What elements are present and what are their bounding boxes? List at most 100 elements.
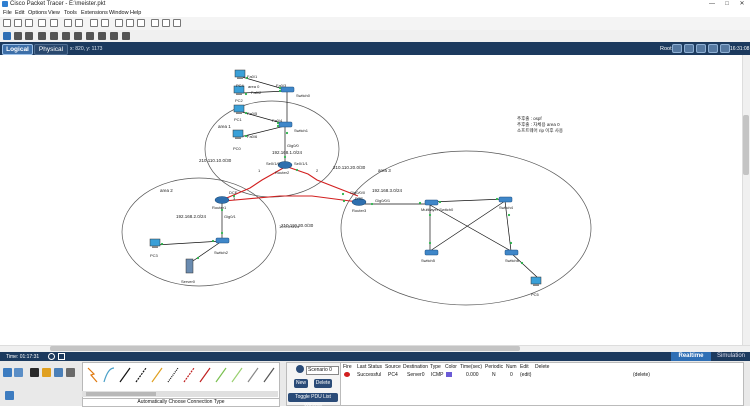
move-object-icon[interactable] [696, 44, 706, 53]
components-icon[interactable] [30, 368, 39, 377]
power-cycle-icon[interactable] [48, 353, 55, 360]
device-label: PC1 [234, 117, 242, 122]
network-info-icon[interactable] [173, 19, 181, 27]
add-complex-pdu-icon[interactable] [122, 32, 130, 40]
fast-forward-icon[interactable] [58, 353, 65, 360]
connection-type-icons[interactable] [82, 362, 278, 390]
draw-rectangle-icon[interactable] [74, 32, 82, 40]
ethernet-links [155, 76, 538, 278]
menu-file[interactable]: File [3, 10, 12, 16]
port-label: Fa0/4 [272, 118, 283, 123]
draw-line-icon[interactable] [62, 32, 70, 40]
menu-window[interactable]: Window [109, 10, 129, 16]
col-header: Last Status [357, 364, 383, 370]
tab-logical[interactable]: Logical [2, 44, 33, 55]
zoom-in-icon[interactable] [115, 19, 123, 27]
new-cluster-icon[interactable] [684, 44, 694, 53]
pdu-time: 0.000 [466, 372, 479, 378]
connections-scroll-thumb[interactable] [86, 392, 156, 396]
menu-help[interactable]: Help [130, 10, 142, 16]
resize-tool-icon[interactable] [38, 32, 46, 40]
menu-extensions[interactable]: Extensions [81, 10, 108, 16]
draw-ellipse-icon[interactable] [86, 32, 94, 40]
open-file-icon[interactable] [14, 19, 22, 27]
server-icon[interactable] [185, 258, 194, 274]
custom-device-icon[interactable] [162, 19, 170, 27]
legend-note: 소프트웨어 rip 이후 사용 [517, 128, 564, 133]
network-label: 192.168.1.0/24 [272, 150, 303, 155]
legend-note: 추후출 : 자체용 area 0 [517, 122, 560, 127]
draw-freeform-icon[interactable] [98, 32, 106, 40]
menu-edit[interactable]: Edit [15, 10, 25, 16]
connections-category-icon[interactable] [42, 368, 51, 377]
misc-icon[interactable] [54, 368, 63, 377]
area-ellipse-0 [204, 100, 340, 198]
horizontal-scroll-thumb[interactable] [50, 346, 520, 351]
redo-icon[interactable] [101, 19, 109, 27]
paste-icon[interactable] [75, 19, 83, 27]
link-number-label: 1 [258, 168, 261, 173]
pdu-edit-link[interactable]: (edit) [520, 372, 532, 378]
menu-bar [0, 9, 750, 17]
simulation-status-bar [0, 352, 750, 361]
save-icon[interactable] [25, 19, 33, 27]
topology-canvas[interactable] [0, 55, 742, 345]
viewport-icon[interactable] [720, 44, 730, 53]
col-header: Color [445, 364, 457, 370]
pdu-delete-link[interactable]: (delete) [633, 372, 650, 378]
scenario-select[interactable]: Scenario 0 [306, 366, 339, 375]
pc-devices[interactable] [149, 69, 542, 286]
maximize-button[interactable]: □ [725, 1, 729, 7]
add-simple-pdu-icon[interactable] [110, 32, 118, 40]
new-file-icon[interactable] [3, 19, 11, 27]
tab-realtime[interactable]: Realtime [671, 352, 711, 361]
pdu-num: 0 [510, 372, 513, 378]
new-pdu-button[interactable]: New [294, 379, 308, 388]
delete-pdu-button[interactable]: Delete [314, 379, 332, 388]
serial-links [221, 165, 359, 203]
set-tiled-background-icon[interactable] [708, 44, 718, 53]
fire-indicator-icon[interactable] [344, 372, 350, 377]
network-label: 210.110.30.0/30 [281, 223, 314, 228]
vertical-scroll-thumb[interactable] [743, 115, 749, 175]
col-header: Edit [520, 364, 529, 370]
zoom-out-icon[interactable] [137, 19, 145, 27]
vertical-scrollbar[interactable] [742, 55, 750, 345]
minimize-button[interactable]: — [709, 1, 715, 7]
link-number-label: 3 [233, 196, 236, 201]
back-icon[interactable] [672, 44, 682, 53]
note-tool-icon[interactable] [50, 32, 58, 40]
switch-devices[interactable] [215, 86, 519, 256]
col-header: Type [430, 364, 441, 370]
palette-icon[interactable] [151, 19, 159, 27]
scenario-icon [296, 365, 304, 373]
menu-view[interactable]: View [48, 10, 60, 16]
inspect-tool-icon[interactable] [14, 32, 22, 40]
area-label: area 2 [160, 188, 173, 193]
menu-tools[interactable]: Tools [64, 10, 77, 16]
connections-scrollbar[interactable] [82, 391, 278, 397]
logical-workspace[interactable] [0, 55, 742, 345]
network-devices-icon[interactable] [3, 368, 12, 377]
toggle-pdu-list-button[interactable]: Toggle PDU List Window [288, 393, 338, 409]
zoom-reset-icon[interactable] [126, 19, 134, 27]
undo-icon[interactable] [90, 19, 98, 27]
close-button[interactable]: ✕ [739, 1, 745, 7]
activity-wizard-icon[interactable] [50, 19, 58, 27]
end-devices-icon[interactable] [14, 368, 23, 377]
device-label: PC0 [233, 146, 241, 151]
tab-simulation[interactable]: Simulation [716, 353, 745, 359]
area-label: area 0 [248, 84, 260, 89]
delete-tool-icon[interactable] [25, 32, 33, 40]
port-label: Gig0/1 [224, 214, 236, 219]
copy-icon[interactable] [64, 19, 72, 27]
select-tool-icon[interactable] [3, 32, 11, 40]
wireless-devices-icon[interactable] [5, 391, 14, 400]
print-icon[interactable] [38, 19, 46, 27]
router-devices[interactable] [214, 161, 367, 206]
tab-physical[interactable]: Physical [34, 44, 68, 55]
pdu-source: PC4 [388, 372, 398, 378]
menu-options[interactable]: Options [28, 10, 47, 16]
multiuser-icon[interactable] [66, 368, 75, 377]
pdu-status: Successful [357, 372, 382, 378]
